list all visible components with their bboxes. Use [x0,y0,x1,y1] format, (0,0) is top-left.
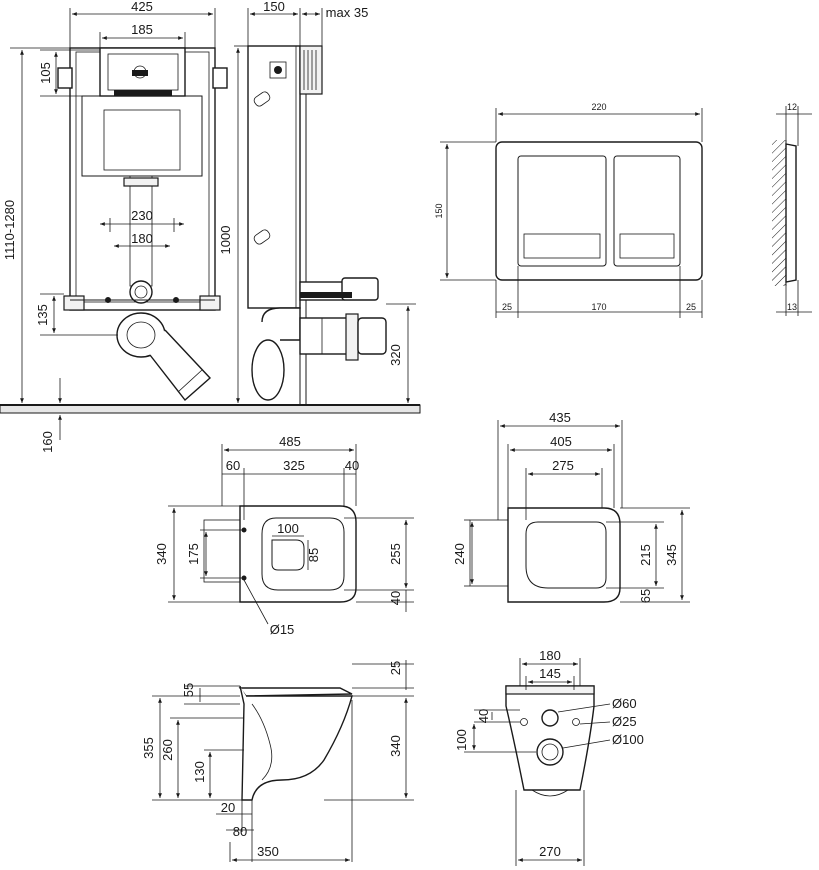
dim-bolt-diameter: Ø15 [270,622,295,637]
dim-base-offset-rear: 100 [454,729,469,751]
dim-rim-height: 260 [160,739,175,761]
dim-toilet-overall: 485 [279,434,301,449]
dim-rear-inner-span: 145 [539,666,561,681]
dim-front-height: 340 [388,735,403,757]
dim-hole-large: Ø60 [612,696,637,711]
bowl-side [239,685,353,801]
seat-side [238,687,353,697]
dim-drain-hole: Ø100 [612,732,644,747]
dim-rear-offset: 60 [226,458,240,473]
toilet-rear-view [505,685,595,797]
dim-margin-right: 25 [686,302,696,312]
dim-seat-opening: 275 [552,458,574,473]
frame-side-view [247,45,387,405]
dim-total-height-toilet: 355 [141,737,156,759]
seat-top-view [469,507,621,603]
dim-opening-depth: 85 [306,548,321,562]
dim-frame-width: 425 [131,0,153,14]
frame-front-dimensions: 425 185 105 1110-1280 230 180 135 160 [2,0,216,453]
dim-front-offset: 40 [345,458,359,473]
dim-inner-width: 255 [388,543,403,565]
dim-drain-center: 130 [192,761,207,783]
flush-plate-front-dimensions: 220 150 25 170 25 [434,102,703,318]
dim-rear-bolt-span: 180 [539,648,561,663]
flush-plate-side [772,140,797,286]
dim-vertical-offset: 40 [476,709,491,723]
dim-adjustment: max 35 [326,5,369,20]
dim-pipe-spacing-outer: 230 [131,208,153,223]
toilet-side-view [238,685,353,801]
dim-bottom-offset: 135 [35,304,50,326]
bowl-opening [271,539,305,571]
dim-button-span: 170 [591,302,606,312]
dim-flush-opening: 185 [131,22,153,37]
seat-opening [525,521,607,589]
dim-hole-small: Ø25 [612,714,637,729]
dim-rear-width: 270 [539,844,561,859]
floor-line [0,404,421,414]
bowl-top [239,505,357,603]
toilet-rear-dimensions: 180 145 Ø60 Ø25 Ø100 40 100 270 [454,648,644,866]
frame-front-view [57,47,228,402]
dim-plate-depth: 13 [787,302,797,312]
frame-side-body [247,45,301,309]
frame-side-dimensions: 150 max 35 1000 320 [218,0,416,403]
dim-seat-front: 65 [638,589,653,603]
dim-top-offset: 105 [38,62,53,84]
flush-button-large [517,155,607,267]
wall-hatch [772,140,786,286]
dim-frame-depth: 150 [263,0,285,14]
dim-plate-height: 150 [434,203,444,218]
seat-top-dimensions: 435 405 275 240 215 65 345 [452,410,690,603]
dim-frame-height: 1000 [218,226,233,255]
dim-front-margin: 40 [388,591,403,605]
dim-bowl-span: 325 [283,458,305,473]
plate-profile [785,143,797,283]
dim-plate-thickness: 12 [787,102,797,112]
toilet-top-dimensions: 485 60 325 40 340 175 100 85 255 40 Ø15 [154,434,414,637]
dim-seat-thickness: 25 [388,661,403,675]
dim-margin-left: 25 [502,302,512,312]
dim-seat-outer: 345 [664,544,679,566]
dim-total-height: 1110-1280 [2,200,17,260]
dim-opening-width: 100 [277,521,299,536]
hole-large [541,709,559,727]
drain-hole [536,738,564,766]
dim-seat-width: 240 [452,543,467,565]
flush-plate-front [495,141,703,281]
dim-seat-inner: 215 [638,544,653,566]
dim-bottom-offset-toilet: 20 [221,800,235,815]
rear-outline [505,685,595,791]
dim-drain-height: 320 [388,344,403,366]
dim-plate-width: 220 [591,102,606,112]
flush-plate [495,141,703,281]
dim-toilet-width: 340 [154,543,169,565]
dim-hinge-span: 405 [550,434,572,449]
flush-button-small [613,155,681,267]
flush-plate-side-dimensions: 12 13 [776,102,812,316]
dim-toilet-depth: 350 [257,844,279,859]
dim-top-rim: 55 [181,683,196,697]
dim-seat-overall: 435 [549,410,571,425]
dim-bolt-spacing: 175 [186,543,201,565]
toilet-side-dimensions: 25 55 355 260 130 20 80 350 340 [141,660,414,862]
dim-base-offset: 80 [233,824,247,839]
dim-pipe-spacing-inner: 180 [131,231,153,246]
dim-floor-depth: 160 [40,431,55,453]
